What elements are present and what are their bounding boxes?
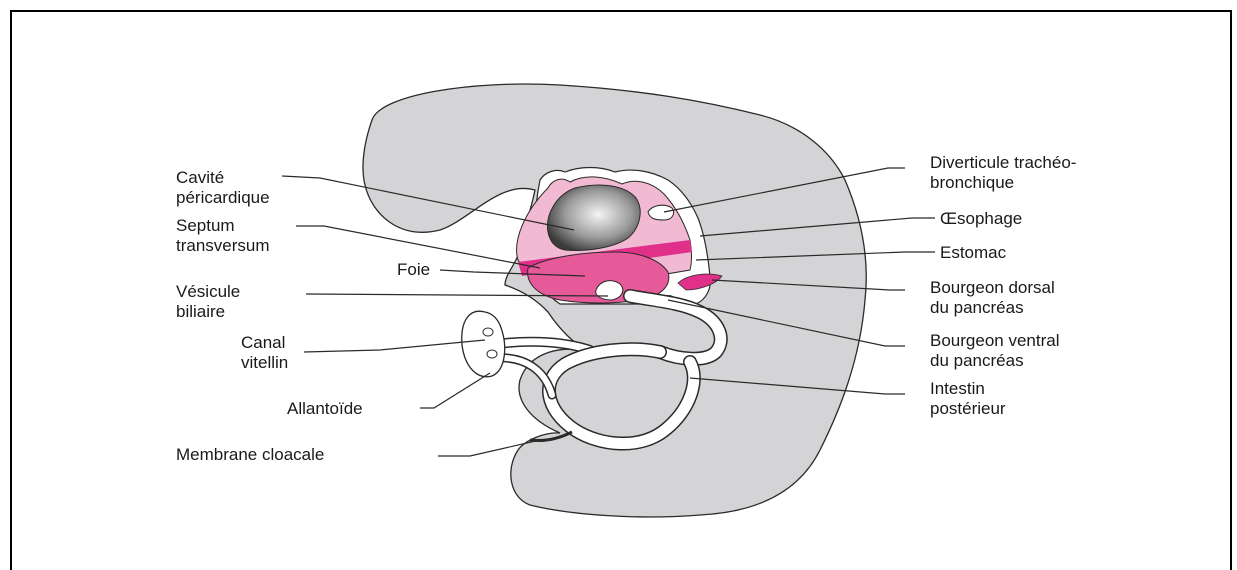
label-oesophage: Œsophage (940, 209, 1022, 228)
label-diverticule: Diverticule trachéo- bronchique (930, 153, 1081, 192)
tracheobronchial-diverticulum (648, 205, 674, 220)
label-membrane-cloacale: Membrane cloacale (176, 445, 324, 464)
label-estomac: Estomac (940, 243, 1007, 262)
label-bourgeon-ventral: Bourgeon ventral du pancréas (930, 331, 1064, 370)
label-vesicule-biliaire: Vésicule biliaire (176, 282, 245, 321)
label-septum-transversum: Septum transversum (176, 216, 270, 255)
label-cavite-pericardique: Cavité péricardique (176, 168, 270, 207)
leader-canal (304, 340, 485, 352)
label-canal-vitellin: Canal vitellin (241, 333, 290, 372)
label-bourgeon-dorsal: Bourgeon dorsal du pancréas (930, 278, 1060, 317)
leader-allantoide (420, 373, 490, 408)
label-intestin-posterieur: Intestin postérieur (930, 379, 1006, 418)
label-foie: Foie (397, 260, 430, 279)
umbilical-cut-surface (462, 311, 505, 377)
label-allantoide: Allantoïde (287, 399, 363, 418)
